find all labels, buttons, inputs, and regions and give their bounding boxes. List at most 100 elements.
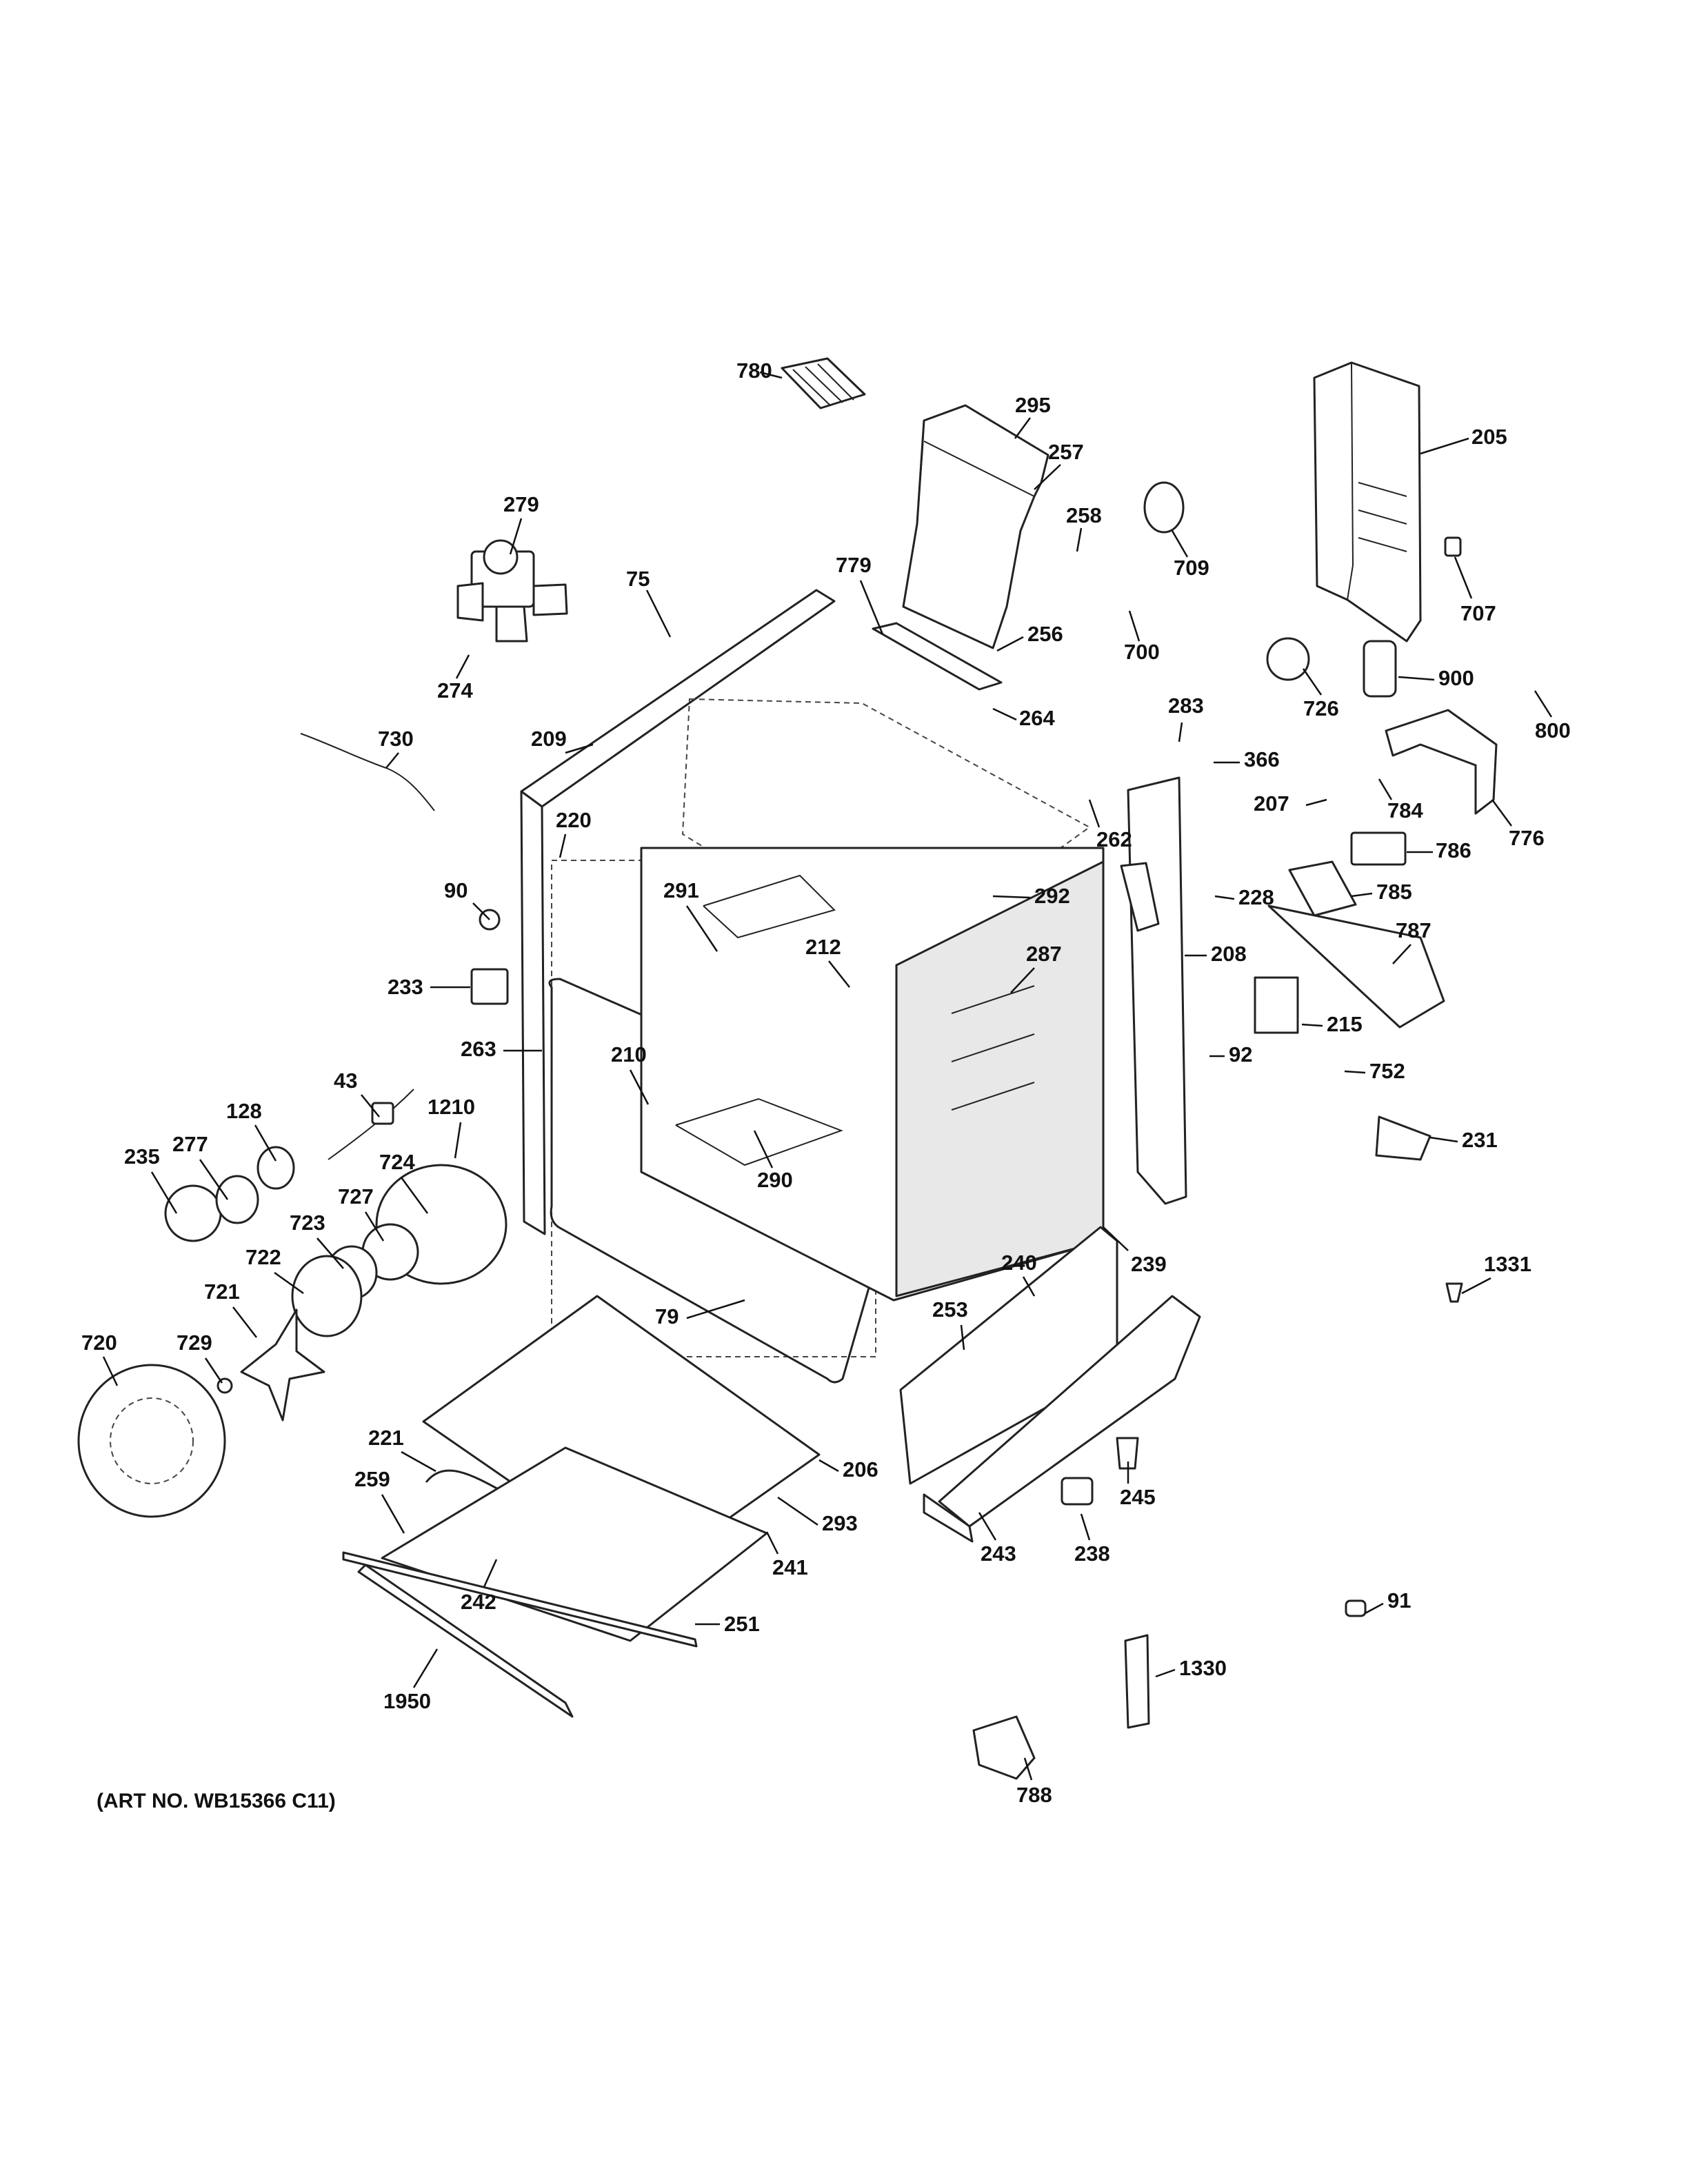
leader-line-79 — [686, 1299, 745, 1320]
part-number-label: 208 — [1211, 942, 1247, 966]
part-callout-800: 800 — [1534, 690, 1571, 742]
part-number-label: 212 — [805, 935, 841, 959]
part-callout-277: 277 — [172, 1132, 229, 1200]
part-number-label: 779 — [836, 553, 872, 577]
leader-line-206 — [818, 1459, 839, 1473]
part-callout-243: 243 — [978, 1512, 1016, 1566]
leader-line-720 — [102, 1356, 119, 1386]
leader-line-239 — [1103, 1226, 1129, 1251]
part-callout-730: 730 — [378, 727, 414, 769]
part-callout-279: 279 — [503, 492, 539, 555]
part-number-label: 1330 — [1179, 1656, 1227, 1680]
part-number-label: 292 — [1034, 884, 1070, 908]
part-callout-290: 290 — [753, 1130, 793, 1192]
leader-line-235 — [150, 1171, 178, 1214]
leader-line-729 — [204, 1357, 223, 1384]
leader-line-290 — [753, 1130, 774, 1169]
part-callout-257: 257 — [1034, 440, 1084, 490]
part-callout-1331: 1331 — [1461, 1252, 1531, 1295]
leader-line-780 — [759, 371, 783, 379]
leader-line-292 — [992, 895, 1031, 899]
part-callout-722: 722 — [245, 1245, 304, 1295]
leader-line-785 — [1351, 892, 1373, 898]
oven-cavity-drawing — [640, 698, 1105, 1302]
leader-line-43 — [361, 1094, 380, 1118]
part-callout-727: 727 — [338, 1184, 385, 1242]
leader-line-91 — [1365, 1602, 1384, 1615]
part-callout-724: 724 — [379, 1150, 429, 1214]
leader-line-291 — [685, 905, 719, 952]
leader-line-788 — [1023, 1757, 1033, 1781]
part-callout-721: 721 — [204, 1280, 257, 1338]
part-callout-274: 274 — [437, 654, 473, 702]
leader-line-700 — [1128, 610, 1141, 642]
part-callout-900: 900 — [1398, 666, 1474, 690]
part-callout-128: 128 — [226, 1099, 277, 1162]
part-callout-256: 256 — [996, 622, 1063, 652]
part-callout-258: 258 — [1066, 503, 1102, 552]
part-callout-780: 780 — [736, 358, 783, 383]
part-callout-1950: 1950 — [383, 1648, 439, 1713]
leader-line-274 — [455, 654, 470, 679]
part-callout-366: 366 — [1214, 747, 1280, 771]
part-callout-723: 723 — [290, 1211, 344, 1269]
part-callout-242: 242 — [461, 1559, 498, 1614]
part-callout-287: 287 — [1010, 942, 1062, 993]
part-callout-221: 221 — [368, 1426, 436, 1473]
leader-line-210 — [629, 1069, 650, 1105]
part-callout-235: 235 — [124, 1144, 178, 1214]
part-callout-776: 776 — [1491, 799, 1545, 850]
part-callout-700: 700 — [1124, 610, 1160, 664]
part-number-label: 92 — [1229, 1042, 1252, 1066]
leader-line-241 — [765, 1531, 779, 1555]
part-number-label: 785 — [1376, 880, 1412, 904]
part-number-label: 287 — [1026, 942, 1062, 966]
part-callout-91: 91 — [1365, 1588, 1411, 1615]
part-number-label: 206 — [843, 1457, 878, 1482]
lower-rear-panels-drawing — [899, 1226, 1201, 1543]
leader-line-221 — [401, 1450, 436, 1473]
leader-line-721 — [232, 1306, 257, 1338]
part-number-label: 295 — [1015, 393, 1051, 417]
part-callout-92: 92 — [1209, 1042, 1252, 1066]
part-number-label: 1210 — [428, 1095, 475, 1119]
leader-line-279 — [509, 518, 523, 555]
part-205-drawing — [1313, 361, 1422, 643]
leader-line-707 — [1454, 556, 1473, 599]
parts-illustration — [77, 357, 1498, 1780]
part-callout-241: 241 — [765, 1531, 808, 1579]
bottom-panel-drawing — [342, 1295, 821, 1718]
part-number-label: 43 — [334, 1069, 357, 1093]
part-number-label: 235 — [124, 1144, 160, 1169]
part-number-label: 277 — [172, 1132, 208, 1156]
part-callout-79: 79 — [655, 1299, 745, 1328]
part-callout-295: 295 — [1014, 393, 1051, 439]
vent-duct-drawing — [872, 404, 1049, 691]
part-callout-779: 779 — [836, 553, 884, 635]
part-callout-208: 208 — [1185, 942, 1247, 966]
part-number-label: 730 — [378, 727, 414, 751]
leader-line-1210 — [454, 1122, 462, 1159]
part-number-label: 263 — [461, 1037, 496, 1061]
part-number-label: 786 — [1436, 838, 1471, 862]
leader-line-207 — [1305, 798, 1327, 807]
leader-line-205 — [1420, 437, 1469, 455]
part-number-label: 228 — [1238, 885, 1274, 909]
part-callout-283: 283 — [1168, 694, 1204, 742]
part-callout-262: 262 — [1088, 799, 1132, 851]
part-number-label: 90 — [444, 878, 468, 902]
part-number-label: 258 — [1066, 503, 1102, 527]
part-callout-251: 251 — [695, 1612, 760, 1636]
leader-line-900 — [1398, 676, 1435, 681]
part-number-label: 75 — [626, 567, 650, 591]
leader-line-128 — [254, 1124, 277, 1162]
leader-line-215 — [1301, 1023, 1323, 1027]
leader-line-730 — [385, 752, 399, 769]
part-number-label: 800 — [1535, 718, 1571, 742]
leader-line-1950 — [412, 1648, 439, 1688]
part-number-label: 721 — [204, 1280, 240, 1304]
part-number-label: 209 — [531, 727, 567, 751]
part-callout-787: 787 — [1392, 918, 1431, 964]
